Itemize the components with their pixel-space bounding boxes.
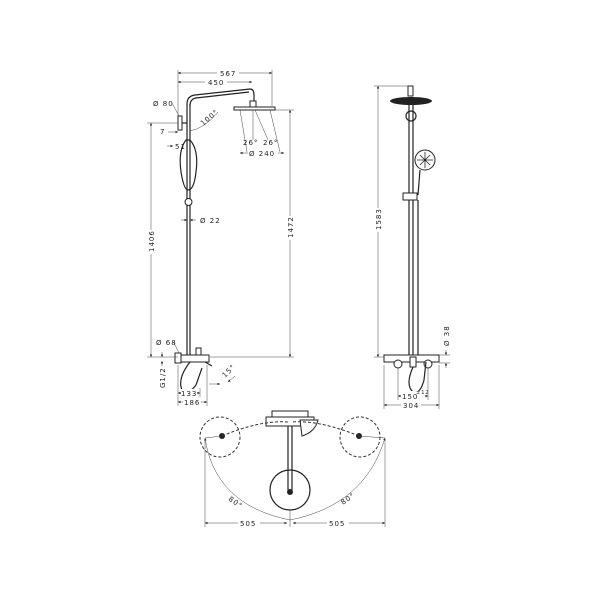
dim-150-tolerance: ±12 [416,390,430,396]
dim-304: 304 [403,402,419,410]
dim-1472: 1472 [287,216,295,238]
dim-mixer-flange: Ø 68 [156,339,177,347]
dimensions-front: 1583 Ø 38 150 ±12 304 [374,85,451,410]
dim-133: 133 [181,390,197,398]
front-view: 1583 Ø 38 150 ±12 304 [374,85,451,410]
dim-hose-dia: Ø 38 [443,325,451,346]
dim-186: 186 [184,399,200,407]
dim-swivel-left: 80° [227,495,244,510]
dimensions: 567 450 Ø 80 100° 7 51 26° 26° Ø 240 Ø 2… [147,69,295,407]
shower-column-front [390,85,436,356]
dim-505-right: 505 [329,520,345,528]
dim-spray-right: 26° [263,139,278,147]
dim-flange-dia: Ø 80 [153,100,174,108]
dim-1583: 1583 [375,208,383,230]
dim-head-dia: Ø 240 [249,150,275,158]
dim-567: 567 [220,70,236,78]
hand-shower [179,139,198,191]
dim-spray-left: 26° [243,139,258,147]
dim-spout-angle: 15° [221,363,238,380]
shower-column [177,88,281,358]
dim-150: 150 [402,393,418,401]
dim-1406: 1406 [148,230,156,252]
overhead-shower-head-front [390,97,432,105]
mixer-front [383,354,440,394]
dim-450: 450 [208,79,224,87]
dim-505-left: 505 [240,520,256,528]
bath-mixer [174,347,213,394]
dim-51: 51 [175,143,186,151]
dim-thread: G1/2 [159,367,167,388]
dim-pipe-dia: Ø 22 [200,217,221,225]
plan-view: 80° 80° 505 505 [199,410,386,528]
dim-7: 7 [160,128,165,136]
overhead-shower-head [233,106,276,111]
side-view: 567 450 Ø 80 100° 7 51 26° 26° Ø 240 Ø 2… [147,69,295,407]
dim-swivel-right: 80° [340,491,357,506]
dim-arm-angle: 100° [199,108,220,128]
